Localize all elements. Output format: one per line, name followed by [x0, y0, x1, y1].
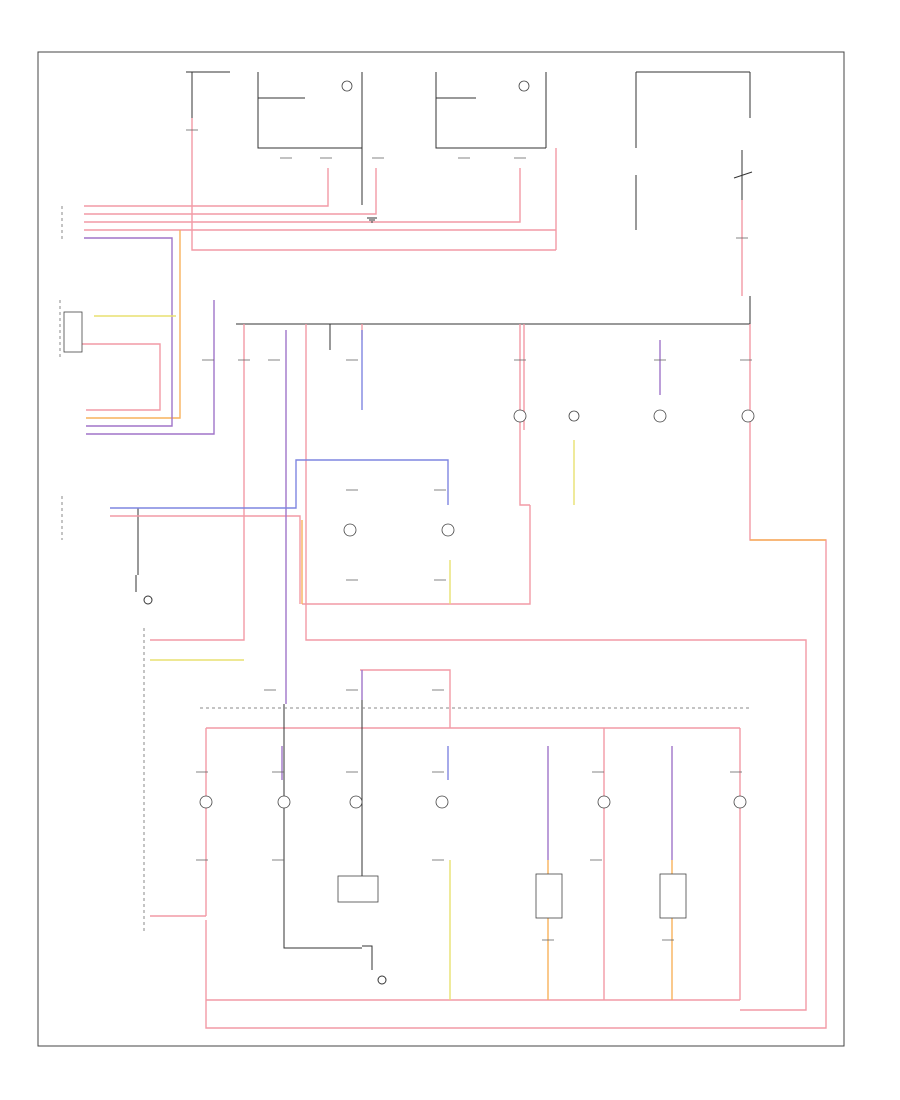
- resistor-icon: [659, 873, 687, 919]
- lamp-icon: [343, 523, 357, 537]
- purple-wires: [84, 237, 673, 860]
- lamp-icon: [199, 795, 213, 809]
- lamp-icon: [277, 795, 291, 809]
- lamp-icon: [653, 409, 667, 423]
- lamp-icon: [518, 80, 530, 92]
- lamp-icon: [441, 523, 455, 537]
- lamp-icons: [199, 80, 755, 809]
- lamp-icon: [733, 795, 747, 809]
- ground-icon: [367, 217, 377, 223]
- yellow-wires: [94, 315, 575, 1000]
- lamp-icon: [741, 409, 755, 423]
- component-boxes: [63, 311, 687, 919]
- diagram-frame: [37, 51, 845, 1047]
- dashed-separators: [59, 206, 750, 932]
- lamp-icon: [597, 795, 611, 809]
- connector-icon: [63, 311, 83, 353]
- lamp-icon: [349, 795, 363, 809]
- ground-icons: [143, 217, 387, 985]
- ground-icon: [377, 975, 387, 985]
- lamp-icon: [568, 410, 580, 422]
- lamp-icon: [513, 409, 527, 423]
- ground-icon: [143, 595, 153, 605]
- switch-icon: [337, 875, 379, 903]
- lamp-icon: [341, 80, 353, 92]
- blue-wires: [110, 330, 449, 780]
- black-wires: [135, 324, 373, 970]
- resistor-icon: [535, 873, 563, 919]
- connector-ticks: [186, 129, 752, 941]
- red-wires: [82, 118, 827, 1029]
- lamp-icon: [435, 795, 449, 809]
